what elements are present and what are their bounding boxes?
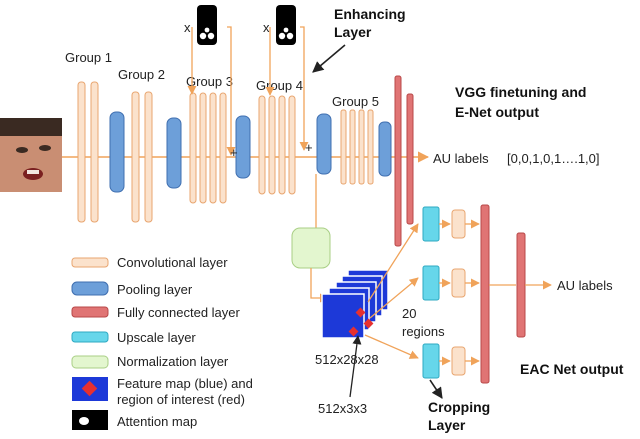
conv-layer — [258, 95, 266, 195]
upscale-layer — [422, 343, 440, 379]
group-label: Group 3 — [186, 74, 233, 89]
regions-label: 20 — [402, 306, 416, 321]
upscale-layer — [422, 265, 440, 301]
group-label: Group 5 — [332, 94, 379, 109]
fc-layer — [406, 93, 414, 225]
au-labels-vector: [0,0,1,0,1….1,0] — [507, 151, 600, 166]
cropping-pointer — [429, 379, 443, 399]
conv-layer — [367, 109, 374, 185]
enhance-arrow — [226, 26, 236, 156]
legend-swatch-norm — [71, 355, 109, 369]
conv-layer — [451, 268, 466, 298]
legend-swatch-pool — [71, 281, 109, 296]
multiply-sign: x — [263, 20, 270, 35]
upscale-layer — [422, 206, 440, 242]
legend: Convolutional layer Pooling layer Fully … — [71, 255, 253, 430]
legend-swatch-conv — [71, 257, 109, 268]
cropping-label: Layer — [428, 417, 466, 433]
conv-layer — [199, 92, 207, 204]
legend-label: region of interest (red) — [117, 392, 245, 407]
enhance-arrow — [299, 26, 309, 151]
legend-label: Upscale layer — [117, 330, 196, 345]
vgg-label: VGG finetuning and — [455, 84, 586, 100]
enhancing-pointer — [312, 44, 346, 73]
legend-swatch-attention-icon — [72, 410, 108, 430]
group-label: Group 4 — [256, 78, 303, 93]
fc-layer — [480, 204, 490, 384]
pool-layer — [109, 111, 125, 193]
feature-map-size: 512x28x28 — [315, 352, 379, 367]
fc-layer — [516, 232, 526, 338]
conv-layer — [451, 346, 466, 376]
cropping-label: Cropping — [428, 399, 490, 415]
legend-label: Normalization layer — [117, 354, 229, 369]
au-labels-top: AU labels — [433, 151, 489, 166]
conv-layer — [209, 92, 217, 204]
normalization-layer — [291, 227, 331, 269]
face-input-image — [0, 118, 62, 192]
legend-swatch-fc — [71, 306, 109, 318]
pool-layer — [316, 113, 332, 175]
conv-layer — [358, 109, 365, 185]
conv-layer — [451, 209, 466, 239]
conv-layer — [278, 95, 286, 195]
conv-layer — [288, 95, 296, 195]
legend-swatch-upscale — [71, 331, 109, 343]
pool-layer — [166, 117, 182, 189]
conv-layer — [340, 109, 347, 185]
conv-layer — [219, 92, 227, 204]
legend-label: Attention map — [117, 414, 197, 429]
roi-size: 512x3x3 — [318, 401, 367, 416]
feature-map-stack — [321, 269, 389, 339]
conv-layer — [268, 95, 276, 195]
add-sign: + — [305, 140, 313, 155]
fc-layer — [394, 75, 402, 247]
enhancing-label: Layer — [334, 24, 372, 40]
eac-label: EAC Net output — [520, 361, 624, 377]
pool-layer — [235, 115, 251, 179]
legend-swatch-feature-map — [72, 377, 108, 401]
group-label: Group 1 — [65, 50, 112, 65]
pool-layer — [378, 121, 392, 177]
au-labels-right: AU labels — [557, 278, 613, 293]
legend-label: Feature map (blue) and — [117, 376, 253, 391]
crop-arrow — [364, 334, 419, 359]
legend-label: Pooling layer — [117, 282, 193, 297]
conv-layer — [131, 91, 140, 223]
conv-layer — [349, 109, 356, 185]
legend-label: Fully connected layer — [117, 305, 241, 320]
multiply-sign: x — [184, 20, 191, 35]
attention-map — [276, 5, 296, 45]
conv-layer — [189, 92, 197, 204]
group-label: Group 2 — [118, 67, 165, 82]
legend-label: Convolutional layer — [117, 255, 228, 270]
conv-layer — [77, 81, 86, 223]
conv-layer — [144, 91, 153, 223]
crop-arrow — [367, 223, 419, 303]
crop-arrow — [369, 277, 419, 319]
roi-size-pointer — [349, 335, 362, 398]
add-sign: + — [230, 145, 238, 160]
conv-layer — [90, 81, 99, 223]
regions-label: regions — [402, 324, 445, 339]
vgg-label: E-Net output — [455, 104, 539, 120]
enhancing-label: Enhancing — [334, 6, 406, 22]
attention-map — [197, 5, 217, 45]
